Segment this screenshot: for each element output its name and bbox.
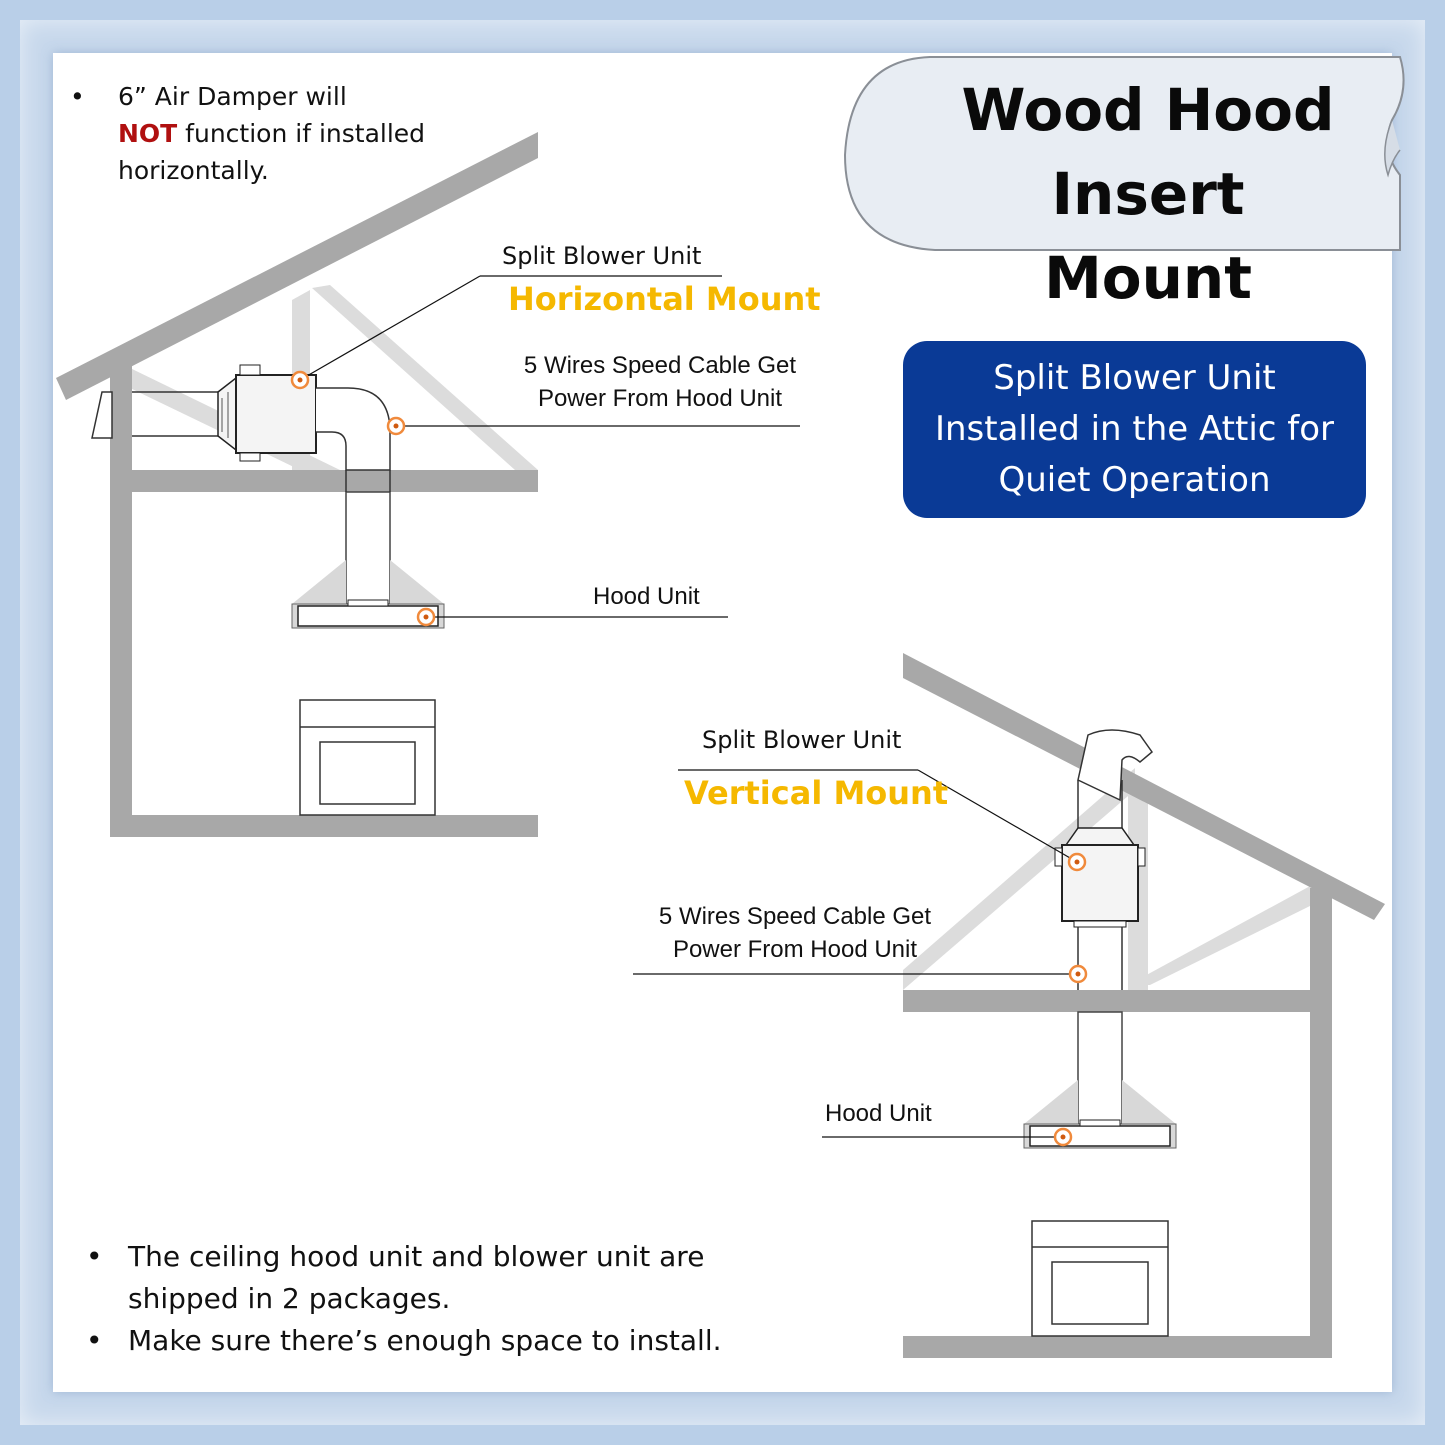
info-line-3: Quiet Operation <box>998 460 1271 500</box>
h-hood-marker <box>416 607 436 627</box>
v-right-wall <box>1310 888 1332 1358</box>
bullet-icon: • <box>86 1324 103 1357</box>
v-roof <box>903 653 1385 920</box>
v-truss-diag-left <box>903 768 1135 990</box>
h-mount-label: Horizontal Mount <box>508 280 821 318</box>
v-vertical-duct <box>1077 1011 1123 1125</box>
v-hood-marker <box>1053 1127 1073 1147</box>
shipping-notes: • The ceiling hood unit and blower unit … <box>80 1236 780 1362</box>
info-line-2: Installed in the Attic for <box>934 409 1335 449</box>
title-line-2: Insert Mount <box>1044 160 1252 312</box>
h-ceiling <box>110 470 538 492</box>
h-blower-marker <box>290 370 310 390</box>
v-blower-unit <box>1054 827 1146 928</box>
h-cable-line-2: Power From Hood Unit <box>537 385 783 412</box>
h-hood-canopy <box>292 560 346 604</box>
info-line-1: Split Blower Unit <box>993 358 1276 398</box>
v-hood-canopy <box>1024 1080 1078 1124</box>
v-truss-diag-right <box>1128 885 1312 985</box>
v-hood-label: Hood Unit <box>825 1100 932 1127</box>
v-oven <box>1031 1220 1169 1337</box>
note-text: Make sure there’s enough space to instal… <box>128 1324 722 1357</box>
v-blower-label: Split Blower Unit <box>702 726 902 754</box>
title-line-1: Wood Hood <box>961 76 1335 144</box>
h-roof <box>56 132 538 400</box>
vertical-house <box>633 653 1385 1358</box>
h-oven <box>299 699 436 816</box>
h-blower-label: Split Blower Unit <box>502 242 702 270</box>
v-vent-cap <box>1077 729 1154 802</box>
h-cable-line-1: 5 Wires Speed Cable Get <box>523 352 797 379</box>
h-cable-label: 5 Wires Speed Cable Get Power From Hood … <box>500 349 820 415</box>
bullet-icon: • <box>70 82 85 111</box>
v-cable-line-1: 5 Wires Speed Cable Get <box>658 903 932 930</box>
note-text: The ceiling hood unit and blower unit ar… <box>128 1240 705 1315</box>
h-left-wall <box>110 362 132 836</box>
list-item: • The ceiling hood unit and blower unit … <box>80 1236 780 1320</box>
v-floor <box>903 1336 1332 1358</box>
v-cable-marker <box>1068 964 1088 984</box>
damper-note-rest: function if installed horizontally. <box>118 119 426 185</box>
h-floor <box>110 815 538 837</box>
horizontal-house <box>56 132 800 837</box>
h-hood-label: Hood Unit <box>593 583 700 610</box>
h-elbow-duct <box>316 387 391 471</box>
v-ceiling <box>903 990 1332 1012</box>
h-vertical-duct <box>345 491 391 605</box>
attic-info-box: Split Blower Unit Installed in the Attic… <box>903 341 1366 518</box>
list-item: • Make sure there’s enough space to inst… <box>80 1320 780 1362</box>
page-title: Wood Hood Insert Mount <box>938 68 1358 320</box>
v-blower-marker <box>1067 852 1087 872</box>
h-cable-marker <box>386 416 406 436</box>
v-cable-label: 5 Wires Speed Cable Get Power From Hood … <box>635 900 955 966</box>
title-scroll-shape <box>843 56 1405 251</box>
h-vent-cap <box>91 391 113 439</box>
v-mount-label: Vertical Mount <box>684 774 949 812</box>
h-truss-diag-right <box>312 285 538 470</box>
damper-note-warning: NOT <box>118 119 178 148</box>
v-cable-line-2: Power From Hood Unit <box>672 936 918 963</box>
bullet-icon: • <box>86 1240 103 1273</box>
damper-note-text: 6” Air Damper will <box>118 82 347 111</box>
